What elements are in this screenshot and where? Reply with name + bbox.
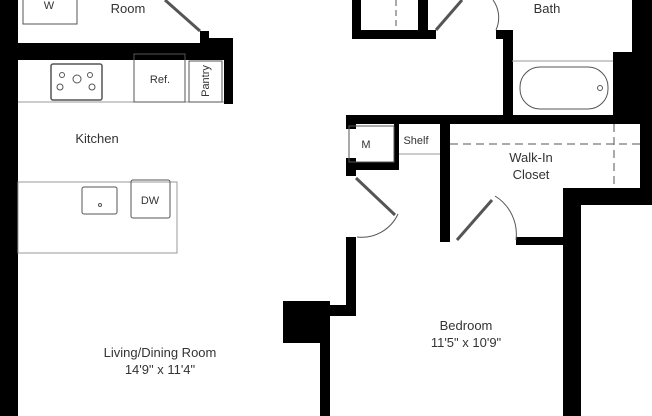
room-name-line2: Closet xyxy=(512,167,550,182)
room-label-laundry: Room xyxy=(108,1,148,16)
hall-door xyxy=(354,176,397,217)
room-label-closet: Walk-In Closet xyxy=(509,149,553,183)
pantry xyxy=(188,60,223,103)
mechanical-label: M xyxy=(361,139,371,151)
bath-door xyxy=(434,0,464,31)
room-label-living: Living/Dining Room 14'9" x 11'4" xyxy=(104,344,217,378)
pantry-label: Pantry xyxy=(200,65,212,97)
room-name: Walk-In xyxy=(509,150,553,165)
refrigerator-label: Ref. xyxy=(149,74,171,86)
island xyxy=(17,181,178,254)
shelf-label: Shelf xyxy=(403,135,429,147)
closet-door xyxy=(455,199,494,241)
bathtub xyxy=(519,66,609,110)
room-label-bedroom: Bedroom 11'5" x 10'9" xyxy=(431,317,501,351)
washer-label: W xyxy=(43,0,55,12)
stove xyxy=(50,63,103,101)
dishwasher xyxy=(130,179,171,219)
room-name: Bedroom xyxy=(439,318,493,333)
mechanical xyxy=(348,125,395,163)
fixtures xyxy=(17,0,640,254)
refrigerator xyxy=(133,53,186,103)
washer xyxy=(22,0,78,25)
room-label-bath: Bath xyxy=(531,1,563,16)
room-name: Living/Dining Room xyxy=(103,345,217,360)
room-size: 11'5" x 10'9" xyxy=(430,335,502,350)
laundry-door xyxy=(164,0,201,33)
room-size: 14'9" x 11'4" xyxy=(124,362,196,377)
dishwasher-label: DW xyxy=(140,195,160,207)
room-label-kitchen: Kitchen xyxy=(75,131,119,146)
sink xyxy=(81,186,118,215)
